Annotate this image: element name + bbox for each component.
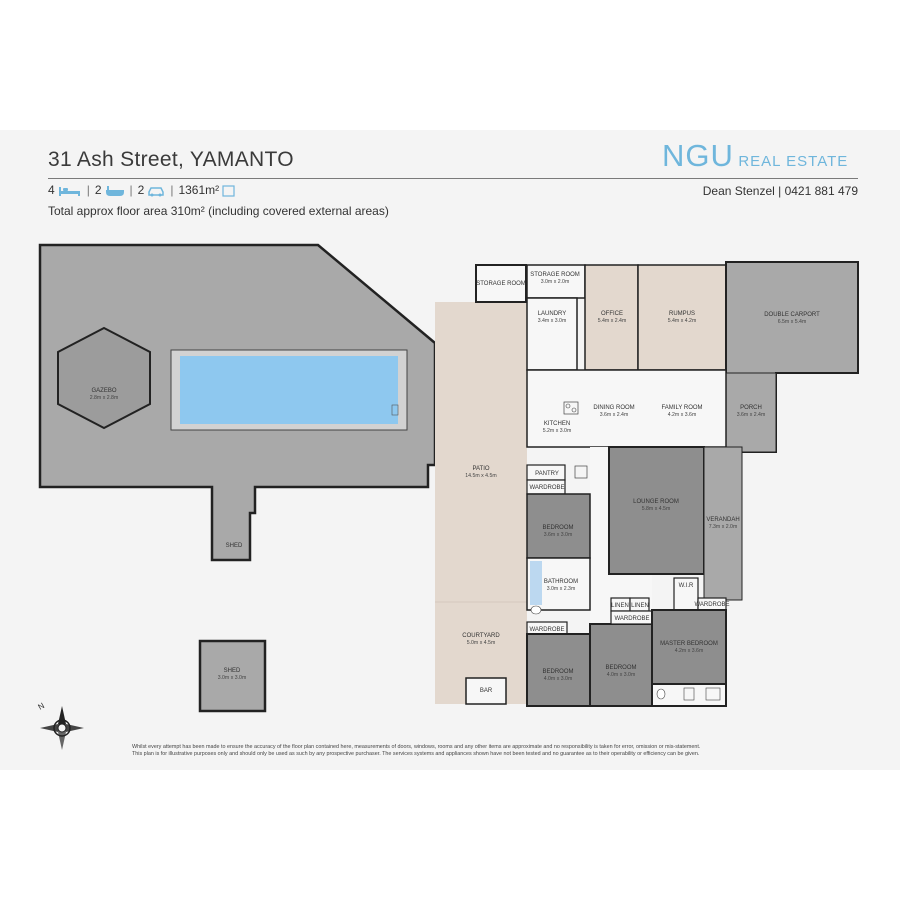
linen-2-label: LINEN (631, 603, 649, 609)
pantry-label: PANTRY (535, 471, 559, 477)
porch-size: 3.6m x 2.4m (737, 412, 766, 418)
carport-label: DOUBLE CARPORT (764, 312, 820, 318)
storage-room-label: STORAGE ROOM (530, 272, 580, 278)
linen-1-label: LINEN (611, 603, 629, 609)
wardrobe-2-label: WARDROBE (529, 627, 564, 633)
patio-size: 14.5m x 4.5m (465, 473, 496, 479)
storage-room-left-label: STORAGE ROOM (476, 281, 526, 287)
family-size: 4.2m x 3.6m (668, 412, 697, 418)
office-area (584, 264, 639, 371)
storage-room-size: 3.0m x 2.0m (541, 279, 570, 285)
land-icon (222, 183, 236, 197)
wardrobe-1-label: WARDROBE (529, 485, 564, 491)
verandah-size: 7.3m x 2.0m (709, 524, 738, 530)
master-bedroom-label: MASTER BEDROOM (660, 641, 718, 647)
baths-count: 2 (94, 183, 102, 197)
bar-counter (465, 677, 507, 705)
logo-sub-text: REAL ESTATE (738, 153, 849, 170)
bedroom-1-size: 3.6m x 3.0m (544, 532, 573, 538)
porch-area (725, 372, 777, 453)
wir-label: W.I.R (679, 583, 694, 589)
patio-floor (435, 302, 527, 602)
lounge-label: LOUNGE ROOM (633, 499, 679, 505)
bathroom-size: 3.0m x 2.3m (547, 586, 576, 592)
bedroom-3-area (589, 623, 653, 707)
car-icon (147, 183, 165, 197)
verandah-area (703, 446, 743, 601)
wardrobe-4-label: WARDROBE (694, 602, 729, 608)
lounge-size: 5.8m x 4.5m (642, 506, 671, 512)
gazebo-label: GAZEBO (91, 388, 116, 394)
cars-count: 2 (137, 183, 145, 197)
bathroom-label: BATHROOM (544, 579, 578, 585)
kitchen-living-area (526, 369, 727, 448)
dining-label: DINING ROOM (593, 405, 634, 411)
gazebo-shape (57, 326, 151, 430)
family-label: FAMILY ROOM (661, 405, 702, 411)
beds-count: 4 (48, 183, 55, 197)
shed-block (198, 639, 267, 713)
laundry-label: LAUNDRY (538, 311, 567, 317)
header-divider (48, 178, 858, 179)
bedroom-2-area (526, 633, 591, 707)
courtyard-size: 5.0m x 4.5m (467, 640, 496, 646)
bedroom-3-size: 4.0m x 3.0m (607, 672, 636, 678)
bar-label: BAR (480, 688, 493, 694)
laundry-size: 3.4m x 3.0m (538, 318, 567, 324)
floor-area-note: Total approx floor area 310m² (including… (48, 204, 389, 218)
land-size: 1361m² (178, 183, 220, 197)
office-label: OFFICE (601, 311, 623, 317)
disclaimer-line-2: This plan is for illustrative purposes o… (132, 751, 700, 757)
compass-icon: N (37, 701, 84, 750)
pool (180, 356, 398, 424)
porch-label: PORCH (740, 405, 762, 411)
office-size: 5.4m x 2.4m (598, 318, 627, 324)
storage-room-area (526, 264, 586, 299)
courtyard-label: COURTYARD (462, 633, 500, 639)
shed-label: SHED (224, 668, 241, 674)
ensuite-area (651, 683, 727, 707)
pool-steps (391, 404, 399, 416)
rumpus-area (637, 264, 727, 371)
room-labels: GAZEBO 2.8m x 2.8m SHED SHED 3.0m x 3.0m… (90, 272, 820, 694)
master-bedroom-area (651, 609, 727, 685)
agent-contact: Dean Stenzel | 0421 881 479 (702, 184, 858, 198)
agency-logo: NGU REAL ESTATE (662, 138, 848, 174)
verandah-label: VERANDAH (706, 517, 739, 523)
svg-text:N: N (37, 701, 47, 712)
bed-icon (58, 183, 82, 197)
gazebo-size: 2.8m x 2.8m (90, 395, 119, 401)
shed-size: 3.0m x 3.0m (218, 675, 247, 681)
logo-main-text: NGU (662, 138, 734, 173)
patio-label: PATIO (472, 466, 489, 472)
bedroom-1-label: BEDROOM (542, 525, 573, 531)
wardrobe-3-label: WARDROBE (614, 616, 649, 622)
bedroom-2-size: 4.0m x 3.0m (544, 676, 573, 682)
lounge-area (608, 446, 705, 575)
bath-blue (530, 561, 542, 605)
rumpus-label: RUMPUS (669, 311, 695, 317)
shed-small-label: SHED (226, 543, 243, 549)
disclaimer: Whilst every attempt has been made to en… (132, 744, 782, 758)
bedroom-3-label: BEDROOM (605, 665, 636, 671)
bedroom-2-label: BEDROOM (542, 669, 573, 675)
storage-room-left-area (475, 264, 527, 303)
dining-size: 3.6m x 2.4m (600, 412, 629, 418)
master-bedroom-size: 4.2m x 3.6m (675, 648, 704, 654)
disclaimer-line-1: Whilst every attempt has been made to en… (132, 744, 701, 750)
laundry-area (526, 297, 578, 371)
bath-icon (105, 183, 125, 197)
property-stats: 4 | 2 | 2 | 1361m² (48, 183, 236, 197)
kitchen-label: KITCHEN (544, 421, 570, 427)
carport-size: 6.5m x 5.4m (778, 319, 807, 325)
rumpus-size: 5.4m x 4.2m (668, 318, 697, 324)
kitchen-size: 5.2m x 3.0m (543, 428, 572, 434)
property-address: 31 Ash Street, YAMANTO (48, 148, 294, 171)
